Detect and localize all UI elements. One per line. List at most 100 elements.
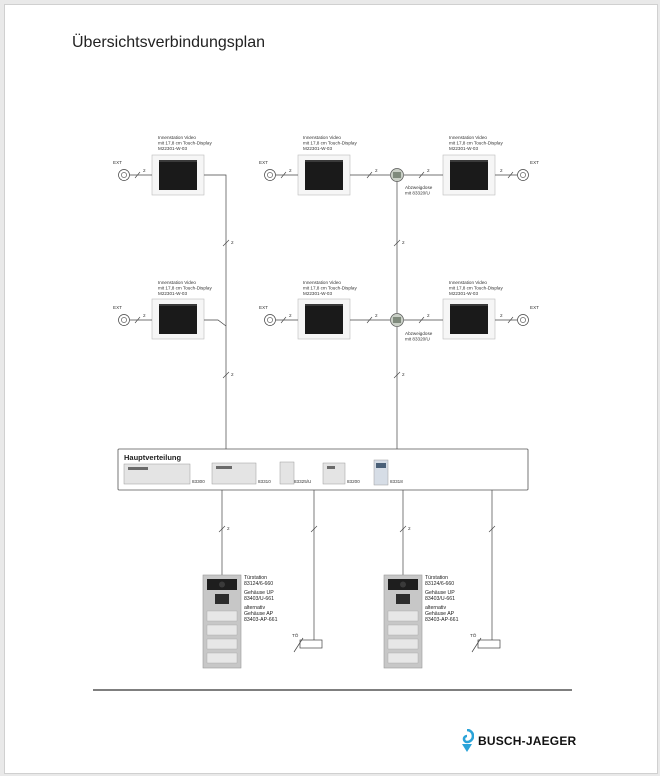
svg-text:2: 2 [231, 372, 234, 377]
svg-text:2: 2 [143, 313, 146, 318]
junction-box-icon [390, 168, 404, 182]
monitor-caption: Innenstation Video mit 17,8 cm Touch-Dis… [449, 280, 503, 296]
busch-jaeger-logo-icon [462, 729, 474, 752]
svg-text:M22301-W-03: M22301-W-03 [303, 146, 332, 151]
svg-text:83124/6-660: 83124/6-660 [244, 581, 273, 587]
svg-text:2: 2 [231, 240, 234, 245]
svg-text:83325/U: 83325/U [294, 479, 311, 484]
svg-text:83318: 83318 [390, 479, 403, 484]
door-station [383, 574, 423, 669]
svg-text:EXT: EXT [259, 305, 268, 310]
svg-text:M22301-W-03: M22301-W-03 [158, 146, 187, 151]
svg-text:83403-AP-661: 83403-AP-661 [425, 617, 459, 623]
junction-caption: Abzweigdose mit 83320/U [405, 331, 433, 342]
svg-text:83403/U-661: 83403/U-661 [244, 596, 274, 602]
svg-text:EXT: EXT [259, 160, 268, 165]
svg-text:Innenstation Video: Innenstation Video [158, 135, 196, 140]
svg-text:Innenstation Video: Innenstation Video [449, 280, 487, 285]
door-station [202, 574, 242, 669]
indoor-monitor [442, 154, 496, 196]
din-rail-devices [123, 459, 389, 486]
svg-text:2: 2 [375, 313, 378, 318]
ext-bell-icon [264, 314, 276, 326]
svg-text:mit 17,8 cm Touch-Display: mit 17,8 cm Touch-Display [303, 141, 357, 146]
indoor-monitor [297, 154, 351, 196]
svg-text:Gehäuse AP: Gehäuse AP [425, 611, 455, 617]
svg-text:alternativ: alternativ [425, 605, 446, 611]
document-sheet [4, 4, 658, 774]
svg-text:Gehäuse UP: Gehäuse UP [425, 590, 455, 596]
door-opener-icon [471, 637, 501, 653]
svg-text:mit 17,8 cm Touch-Display: mit 17,8 cm Touch-Display [449, 141, 503, 146]
wire-links [130, 174, 517, 640]
svg-text:M22301-W-03: M22301-W-03 [303, 291, 332, 296]
svg-text:2: 2 [427, 313, 430, 318]
svg-text:Abzweigdose: Abzweigdose [405, 185, 433, 190]
door-station-caption: Türstation 83124/6-660 Gehäuse UP 83403/… [425, 575, 459, 623]
svg-text:83200: 83200 [347, 479, 360, 484]
ext-bell-icon [264, 169, 276, 181]
ext-bell-icon [517, 314, 529, 326]
monitor-caption: Innenstation Video mit 17,8 cm Touch-Dis… [449, 135, 503, 151]
ext-labels: EXT EXT EXT EXT EXT EXT [113, 160, 539, 310]
monitor-caption: Innenstation Video mit 17,8 cm Touch-Dis… [303, 135, 357, 151]
indoor-monitor [151, 154, 205, 196]
svg-text:83300: 83300 [192, 479, 205, 484]
door-opener-label: TÖ [292, 632, 299, 638]
svg-text:Innenstation Video: Innenstation Video [303, 135, 341, 140]
svg-text:2: 2 [143, 168, 146, 173]
indoor-monitor [297, 298, 351, 340]
wire-count-labels: 2 2 2 2 2 2 2 2 2 2 2 2 2 2 2 2 [143, 168, 503, 531]
svg-text:alternativ: alternativ [244, 605, 265, 611]
svg-text:mit 17,8 cm Touch-Display: mit 17,8 cm Touch-Display [303, 286, 357, 291]
page-title: Übersichtsverbindungsplan [72, 34, 265, 51]
svg-text:M22301-W-03: M22301-W-03 [158, 291, 187, 296]
svg-text:M22301-W-03: M22301-W-03 [449, 146, 478, 151]
svg-text:EXT: EXT [530, 305, 539, 310]
svg-text:2: 2 [375, 168, 378, 173]
door-station-caption: Türstation 83124/6-660 Gehäuse UP 83403/… [244, 575, 278, 623]
svg-text:2: 2 [427, 168, 430, 173]
indoor-monitor [151, 298, 205, 340]
svg-text:EXT: EXT [113, 305, 122, 310]
svg-text:2: 2 [227, 526, 230, 531]
device-labels: 83300 83310 83325/U 83200 83318 [192, 479, 403, 484]
svg-text:Innenstation Video: Innenstation Video [303, 280, 341, 285]
svg-text:mit 83320/U: mit 83320/U [405, 191, 430, 196]
junction-box-icon [390, 313, 404, 327]
svg-text:Türstation: Türstation [425, 575, 448, 581]
ext-bell-icon [517, 169, 529, 181]
svg-text:EXT: EXT [113, 160, 122, 165]
svg-text:83124/6-660: 83124/6-660 [425, 581, 454, 587]
svg-text:2: 2 [402, 372, 405, 377]
ext-bell-icon [118, 314, 130, 326]
svg-text:2: 2 [289, 168, 292, 173]
svg-text:M22301-W-03: M22301-W-03 [449, 291, 478, 296]
door-opener-icon [293, 637, 323, 653]
svg-text:mit 17,8 cm Touch-Display: mit 17,8 cm Touch-Display [158, 286, 212, 291]
svg-text:2: 2 [500, 313, 503, 318]
door-opener-label: TÖ [470, 632, 477, 638]
svg-text:83310: 83310 [258, 479, 271, 484]
ext-bell-icon [118, 169, 130, 181]
svg-text:mit 83320/U: mit 83320/U [405, 337, 430, 342]
brand-logo: BUSCH-JAEGER [460, 729, 576, 753]
svg-text:mit 17,8 cm Touch-Display: mit 17,8 cm Touch-Display [449, 286, 503, 291]
svg-text:Abzweigdose: Abzweigdose [405, 331, 433, 336]
brand-name: BUSCH-JAEGER [478, 734, 577, 748]
svg-text:mit 17,8 cm Touch-Display: mit 17,8 cm Touch-Display [158, 141, 212, 146]
indoor-monitor [442, 298, 496, 340]
wire-count-marks [134, 171, 514, 533]
svg-text:2: 2 [408, 526, 411, 531]
svg-text:Innenstation Video: Innenstation Video [158, 280, 196, 285]
monitor-caption: Innenstation Video mit 17,8 cm Touch-Dis… [158, 280, 212, 296]
svg-text:Gehäuse UP: Gehäuse UP [244, 590, 274, 596]
svg-text:Gehäuse AP: Gehäuse AP [244, 611, 274, 617]
svg-text:Innenstation Video: Innenstation Video [449, 135, 487, 140]
svg-text:Türstation: Türstation [244, 575, 267, 581]
main-distribution-title: Hauptverteilung [124, 453, 182, 462]
svg-text:2: 2 [289, 313, 292, 318]
monitor-caption: Innenstation Video mit 17,8 cm Touch-Dis… [158, 135, 212, 151]
svg-text:EXT: EXT [530, 160, 539, 165]
